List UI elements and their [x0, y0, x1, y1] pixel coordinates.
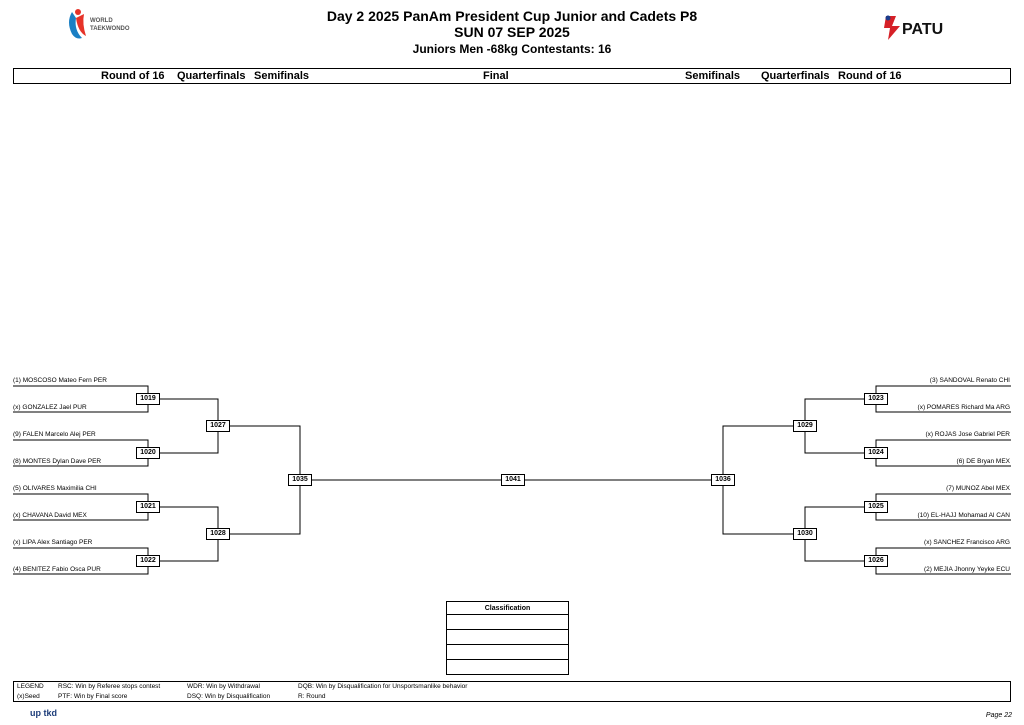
classification-table: Classification	[446, 601, 569, 675]
left-player-5: (5) OLIVARES Maximilia CHI	[13, 485, 97, 492]
world-taekwondo-logo: WORLD TAEKWONDO	[69, 9, 130, 39]
match-box-1020: 1020	[136, 447, 160, 459]
legend-ptf: PTF: Win by Final score	[58, 693, 128, 700]
legend-rsc: RSC: Win by Referee stops contest	[58, 683, 161, 690]
match-box-1030: 1030	[793, 528, 817, 540]
match-box-1026: 1026	[864, 555, 888, 567]
right-round-of-16-header: Round of 16	[838, 70, 902, 82]
match-box-1022: 1022	[136, 555, 160, 567]
left-player-1: (1) MOSCOSO Mateo Fern PER	[13, 377, 107, 384]
left-semifinals-header: Semifinals	[254, 70, 310, 82]
right-player-1: (3) SANDOVAL Renato CHI	[929, 377, 1010, 384]
left-player-4: (8) MONTES Dylan Dave PER	[13, 458, 102, 465]
left-player-8: (4) BENITEZ Fabio Osca PUR	[13, 566, 101, 573]
match-box-1025: 1025	[864, 501, 888, 513]
classification-row	[446, 659, 569, 675]
left-round-of-16-header: Round of 16	[101, 70, 165, 82]
right-player-3: (x) ROJAS Jose Gabriel PER	[925, 431, 1010, 438]
right-player-2: (x) POMARES Richard Ma ARG	[917, 404, 1010, 411]
svg-text:TAEKWONDO: TAEKWONDO	[90, 26, 130, 32]
left-quarterfinals-header: Quarterfinals	[177, 70, 246, 82]
legend-dqb: DQB: Win by Disqualification for Unsport…	[298, 683, 468, 690]
match-box-1023: 1023	[864, 393, 888, 405]
left-player-7: (x) LIPA Alex Santiago PER	[13, 539, 93, 546]
match-box-1019: 1019	[136, 393, 160, 405]
legend-box: LEGEND (x)Seed RSC: Win by Referee stops…	[13, 681, 1011, 702]
classification-row	[446, 644, 569, 660]
legend-wdr: WDR: Win by Withdrawal	[187, 683, 260, 690]
match-box-1021: 1021	[136, 501, 160, 513]
legend-round: R: Round	[298, 693, 326, 700]
right-player-5: (7) MUNOZ Abel MEX	[946, 485, 1010, 492]
match-box-1036: 1036	[711, 474, 735, 486]
uptkd-logo: up tkd	[30, 708, 57, 718]
right-quarterfinals-header: Quarterfinals	[761, 70, 830, 82]
right-semifinals-header: Semifinals	[685, 70, 741, 82]
left-player-6: (x) CHAVANA David MEX	[13, 512, 87, 519]
patu-logo: PATU	[884, 15, 943, 40]
right-player-6: (10) EL-HAJJ Mohamad Al CAN	[917, 512, 1010, 519]
match-box-1024: 1024	[864, 447, 888, 459]
legend-seed: (x)Seed	[17, 693, 40, 700]
match-box-1029: 1029	[793, 420, 817, 432]
left-player-2: (x) GONZALEZ Jael PUR	[13, 404, 87, 411]
match-box-1035: 1035	[288, 474, 312, 486]
page-number: Page 22	[985, 712, 1012, 719]
right-player-4: (6) DE Bryan MEX	[956, 458, 1010, 465]
match-box-1027: 1027	[206, 420, 230, 432]
legend-dsq: DSQ: Win by Disqualification	[187, 693, 271, 700]
match-box-1041: 1041	[501, 474, 525, 486]
classification-row	[446, 629, 569, 645]
classification-title: Classification	[446, 601, 569, 615]
division-info: Juniors Men -68kg Contestants: 16	[412, 42, 612, 56]
right-player-8: (2) MEJIA Jhonny Yeyke ECU	[924, 566, 1010, 573]
legend-label: LEGEND	[17, 683, 44, 690]
match-box-1028: 1028	[206, 528, 230, 540]
classification-row	[446, 614, 569, 630]
right-player-7: (x) SANCHEZ Francisco ARG	[924, 539, 1010, 546]
svg-text:WORLD: WORLD	[90, 18, 113, 24]
round-header-bar: Round of 16 Quarterfinals Semifinals Fin…	[13, 68, 1011, 84]
event-date: SUN 07 SEP 2025	[454, 24, 570, 40]
svg-text:PATU: PATU	[902, 21, 943, 38]
left-player-3: (9) FALEN Marcelo Alej PER	[13, 431, 96, 438]
final-header: Final	[483, 70, 509, 82]
page-title: Day 2 2025 PanAm President Cup Junior an…	[326, 8, 698, 24]
